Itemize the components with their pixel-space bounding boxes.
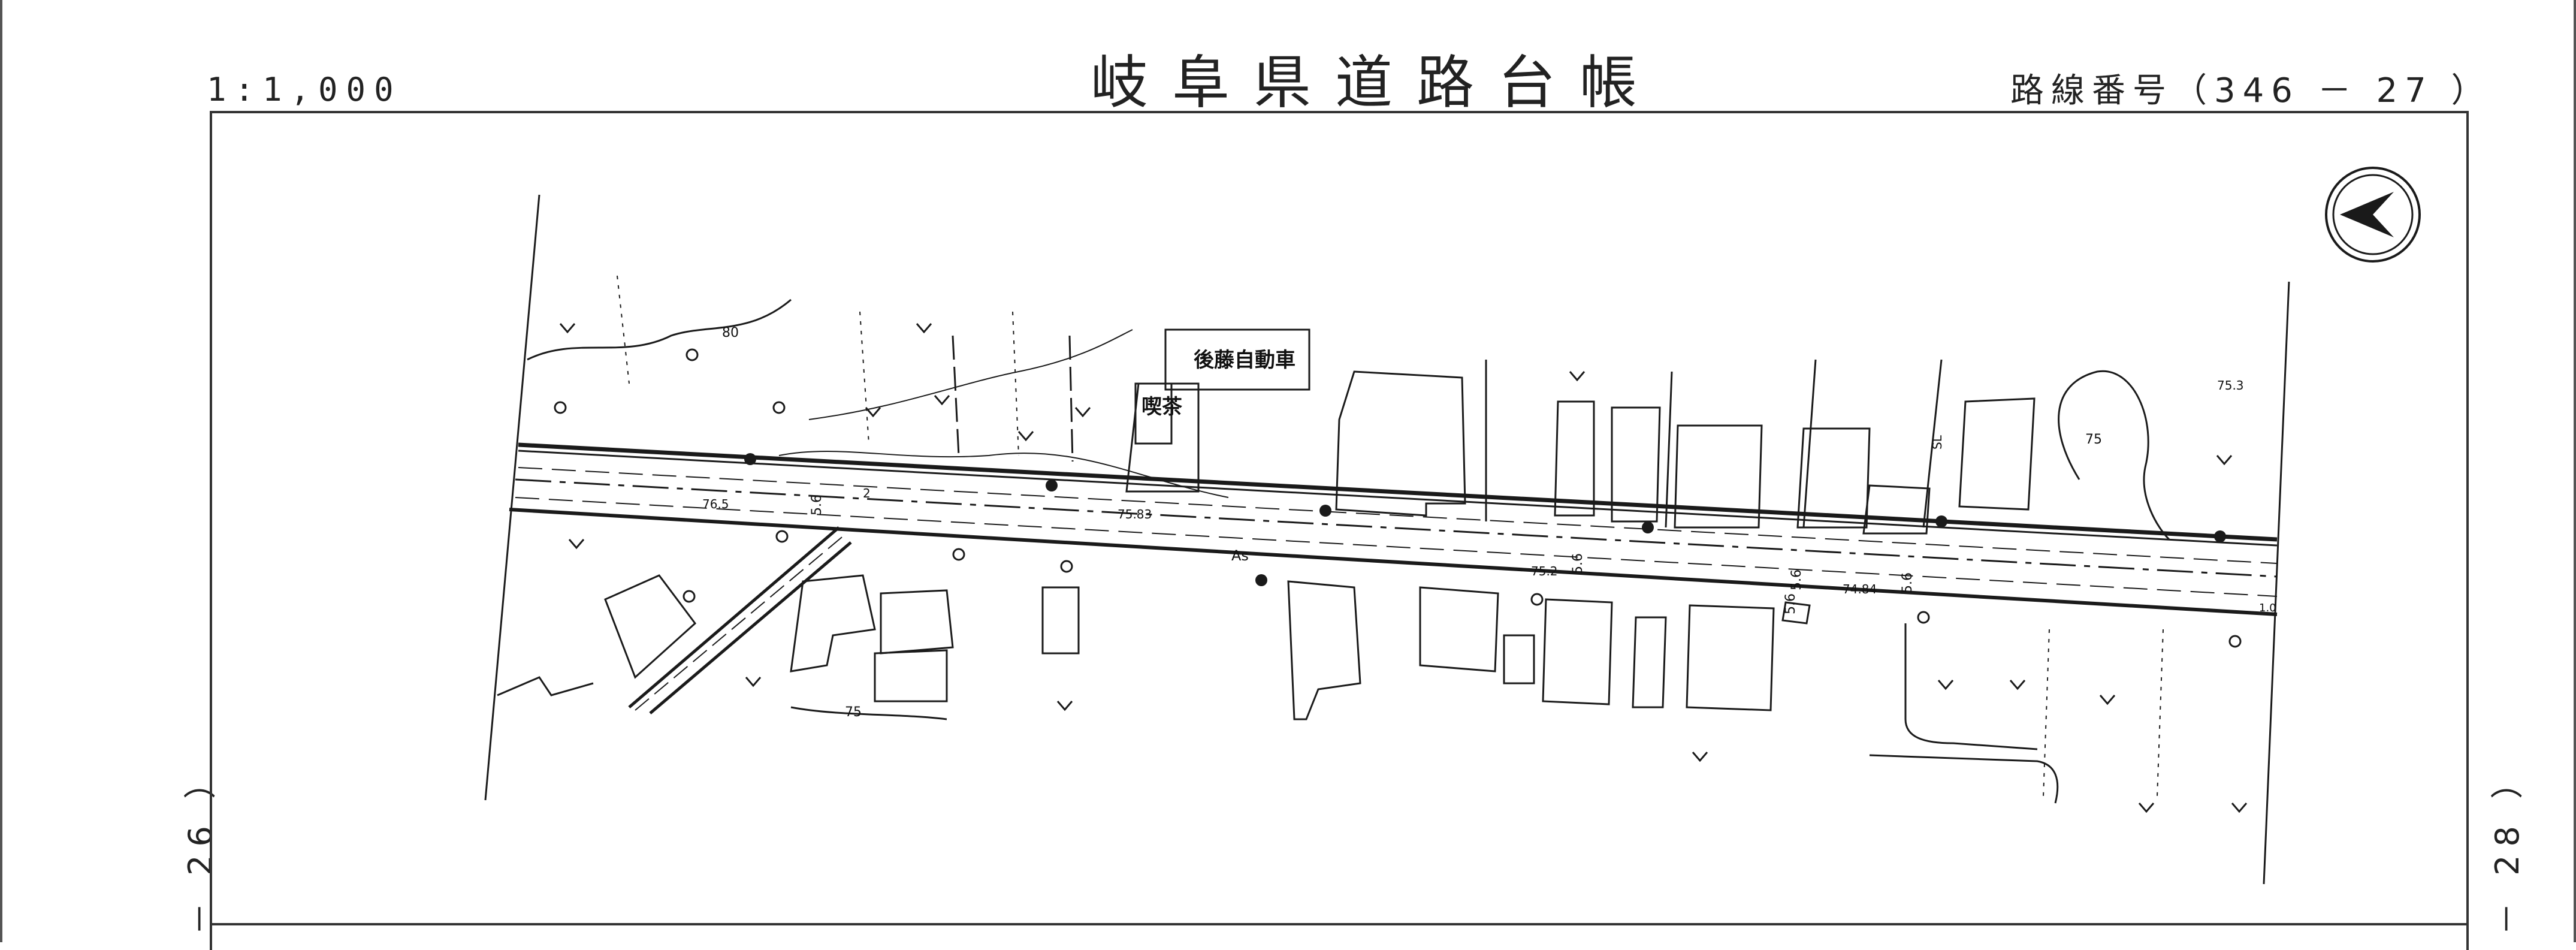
label-building-goto: 後藤自動車 — [1194, 348, 1295, 372]
label-elev-1: 76.5 — [702, 497, 729, 511]
building-south-diagonal — [604, 574, 697, 679]
map-scale: 1:1,000 — [207, 71, 402, 108]
contour-80 — [527, 298, 792, 361]
building-south-2 — [880, 589, 954, 655]
label-elev-3: 75.2 — [1531, 564, 1558, 578]
building-goto — [1164, 328, 1310, 391]
field-boundary-7 — [1068, 335, 1074, 462]
building-north-6 — [1674, 424, 1763, 529]
contour-line-3 — [778, 450, 1229, 498]
field-boundary-2 — [859, 311, 869, 444]
label-num-1-0: 1.0 — [2259, 602, 2276, 614]
building-south-3 — [874, 649, 948, 702]
utility-pole-symbols — [744, 453, 2226, 586]
label-contour-75-south: 75 — [845, 705, 862, 720]
side-road-center — [635, 534, 845, 711]
road-edge-north — [518, 442, 2278, 542]
road-lane-line-2 — [518, 467, 2278, 564]
lot-line-3 — [1802, 359, 1817, 528]
road-centerline — [515, 478, 2278, 578]
building-south-7 — [1503, 634, 1535, 684]
label-width-3: 5.6 — [1789, 569, 1804, 590]
label-sl: SL — [1930, 435, 1944, 450]
building-kissa — [1134, 382, 1173, 445]
label-width-5: 5.6 — [1900, 572, 1915, 593]
tree-symbols — [554, 348, 2242, 648]
south-curb — [1904, 623, 2038, 750]
page-left-edge — [0, 0, 2, 942]
building-north-8 — [1862, 484, 1931, 535]
label-width-1: 5.6 — [810, 494, 825, 515]
lot-line-4 — [1922, 359, 1943, 528]
page-right-edge — [2574, 0, 2576, 942]
label-width-4: 5.6 — [1783, 593, 1798, 614]
building-north-9 — [1958, 397, 2036, 511]
building-south-9 — [1632, 616, 1667, 708]
label-num-2: 2 — [863, 486, 871, 500]
building-south-5 — [1287, 580, 1361, 720]
contour-75-north — [2058, 370, 2170, 541]
page-title: 岐阜県道路台帳 — [1091, 49, 1661, 116]
contour-75-south — [790, 706, 947, 720]
building-north-5 — [1611, 406, 1661, 523]
contour-line-2 — [808, 329, 1133, 420]
map-frame — [210, 111, 2469, 950]
label-elev-5: 75.3 — [2217, 378, 2244, 393]
side-road-edge-1 — [628, 526, 840, 708]
label-contour-80: 80 — [722, 325, 739, 340]
side-road-edge-2 — [649, 541, 852, 714]
north-arrow-icon — [2325, 167, 2421, 263]
building-south-11 — [1781, 601, 1811, 625]
label-kissa: 喫茶 — [1141, 395, 1183, 419]
field-boundary-1 — [617, 275, 630, 384]
map-extent-right — [2263, 281, 2290, 885]
map-frame-bottom-line — [210, 923, 2469, 925]
lot-line-2 — [1665, 371, 1673, 528]
label-surface: As — [1231, 547, 1249, 564]
building-south-1 — [790, 574, 876, 672]
label-elev-4: 74.84 — [1843, 582, 1877, 596]
field-boundary-5 — [2157, 629, 2164, 798]
label-elev-2: 75.83 — [1118, 507, 1152, 521]
building-south-10 — [1686, 604, 1775, 711]
map-extent-left — [484, 194, 540, 801]
field-boundary-6 — [952, 335, 960, 456]
building-south-8 — [1542, 598, 1613, 705]
building-north-3 — [1335, 370, 1466, 517]
building-south-4 — [1041, 586, 1080, 655]
label-width-2: 5.6 — [1571, 553, 1586, 574]
field-boundary-3 — [1012, 311, 1019, 456]
building-north-7 — [1796, 427, 1871, 529]
south-road-curve — [1869, 754, 2059, 804]
label-contour-75-north: 75 — [2085, 432, 2102, 447]
field-symbols — [559, 323, 2248, 813]
building-north-2 — [1125, 382, 1200, 493]
road-edge-north-inner — [518, 450, 2278, 547]
building-south-6 — [1419, 586, 1499, 672]
field-boundary-4 — [2043, 629, 2050, 798]
road-lane-line — [515, 497, 2278, 597]
road-edge-south — [509, 508, 2278, 616]
boundary-south-west — [497, 676, 594, 696]
route-number: 路線番号（346 － 27 ） — [2010, 71, 2492, 110]
building-north-4 — [1554, 400, 1595, 517]
